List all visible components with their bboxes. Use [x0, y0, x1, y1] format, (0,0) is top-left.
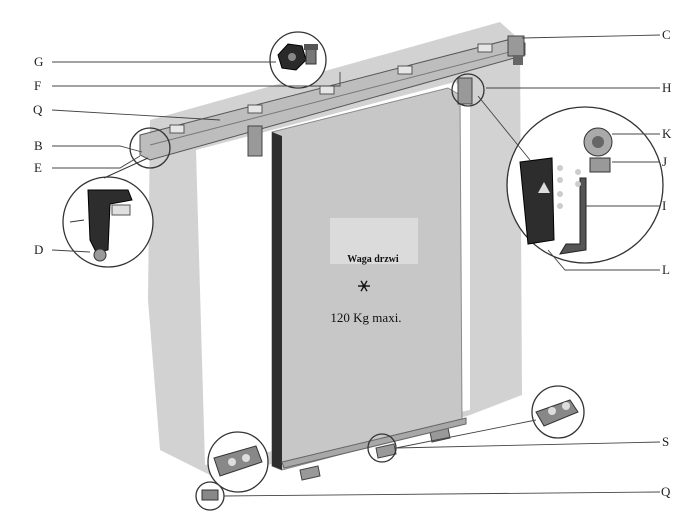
- right-hanger-marker: [451, 73, 485, 107]
- label-k: K: [662, 126, 672, 141]
- floor-guide-detail-right: [531, 385, 585, 439]
- label-d: D: [34, 242, 43, 257]
- floor-guide-detail-left: [207, 431, 269, 493]
- floor-guides: [281, 417, 467, 481]
- leader-lines: [51, 34, 661, 497]
- nut-bolt-detail: [269, 31, 327, 89]
- snowflake-icon: [358, 280, 370, 292]
- left-rail-end-marker: [129, 127, 171, 169]
- label-q-bottom: Q: [661, 484, 671, 499]
- label-q-top: Q: [33, 102, 43, 117]
- label-c: C: [662, 27, 671, 42]
- hanger-left: [247, 125, 263, 157]
- door-panel: Waga drzwi 120 Kg maxi.: [271, 87, 463, 471]
- label-l: L: [662, 262, 670, 277]
- top-rail: [139, 35, 526, 161]
- hanger-right: [457, 77, 473, 105]
- label-f: F: [34, 78, 41, 93]
- label-i: I: [662, 198, 666, 213]
- label-s: S: [662, 434, 669, 449]
- label-e: E: [34, 160, 42, 175]
- right-hanger-detail: [506, 106, 664, 264]
- door-weight-title: Waga drzwi: [347, 254, 399, 265]
- left-bracket-detail: [62, 157, 154, 268]
- label-b: B: [34, 138, 43, 153]
- label-g: G: [34, 54, 43, 69]
- label-h: H: [662, 80, 671, 95]
- label-j: J: [662, 154, 667, 169]
- door-weight-value: 120 Kg maxi.: [330, 310, 401, 325]
